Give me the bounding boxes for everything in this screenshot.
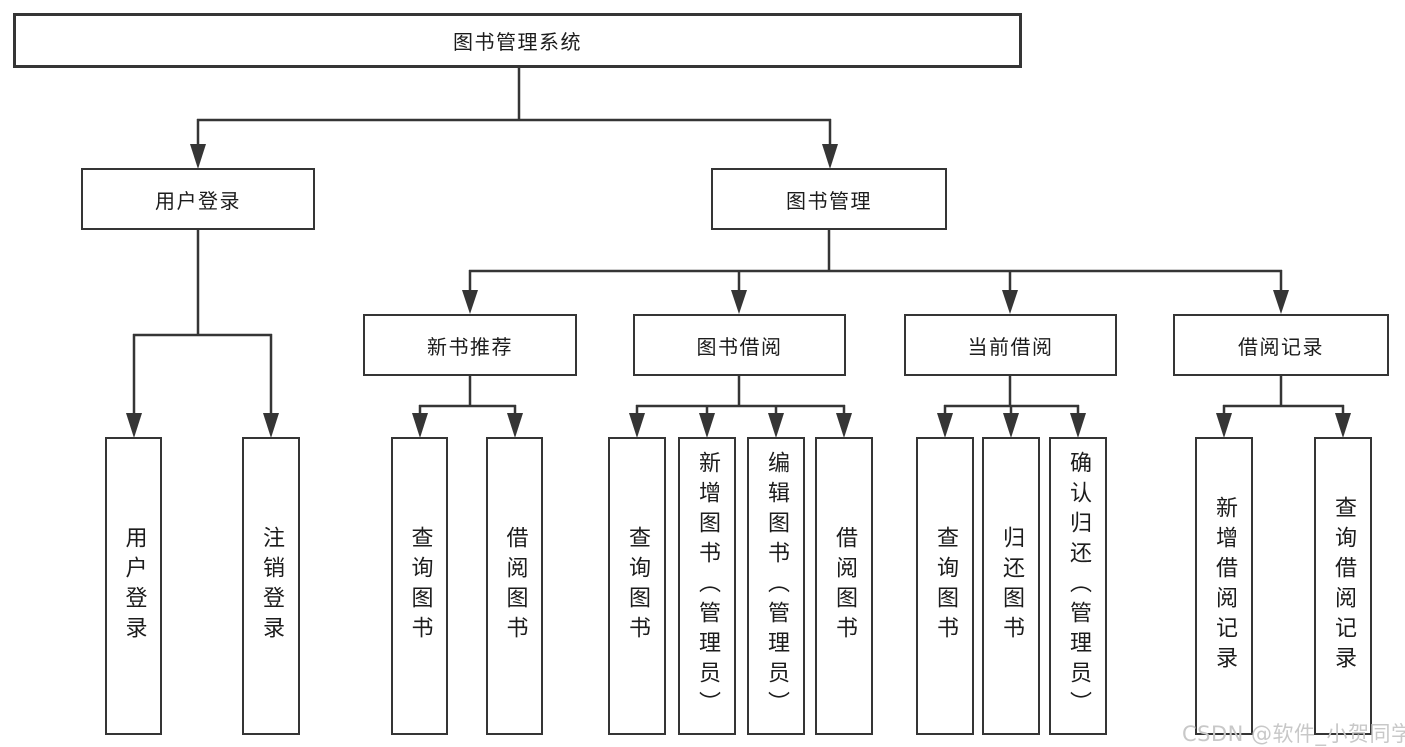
node-leaf-borrow-books-2-label: 借阅图书: [832, 526, 857, 646]
arrow-down-icon: [507, 413, 523, 438]
node-user-login-branch: 用户登录: [81, 168, 315, 230]
arrow-down-icon: [937, 413, 953, 438]
arrow-down-icon: [1070, 413, 1086, 438]
node-leaf-query-books-3-label: 查询图书: [933, 526, 958, 646]
connector-user-login-children: [126, 229, 279, 438]
node-leaf-query-borrow-record: 查询借阅记录: [1314, 437, 1372, 735]
arrow-down-icon: [1002, 290, 1018, 314]
arrow-down-icon: [731, 290, 747, 314]
node-leaf-logout: 注销登录: [242, 437, 300, 735]
node-book-management: 图书管理: [711, 168, 947, 230]
node-new-book-recommend: 新书推荐: [363, 314, 577, 376]
connector-book-borrow-children: [629, 375, 852, 438]
node-leaf-borrow-books-1-label: 借阅图书: [502, 526, 528, 646]
node-leaf-query-books-1: 查询图书: [391, 437, 448, 735]
connector-borrow-record-children: [1216, 375, 1351, 438]
arrow-down-icon: [1216, 413, 1232, 438]
node-book-management-label: 图书管理: [786, 188, 872, 213]
node-leaf-borrow-books-2: 借阅图书: [815, 437, 873, 735]
node-user-login-branch-label: 用户登录: [155, 188, 241, 213]
node-leaf-query-books-2: 查询图书: [608, 437, 666, 735]
node-leaf-add-book-admin-label: 新增图书（管理员）: [695, 451, 720, 721]
watermark: CSDN @软件_小贺同学: [1182, 722, 1405, 746]
node-leaf-confirm-return-admin-label: 确认归还（管理员）: [1066, 451, 1091, 721]
connector-root-to-level2: [190, 67, 838, 169]
arrow-down-icon: [412, 413, 428, 438]
node-root-label: 图书管理系统: [453, 30, 582, 54]
node-root: 图书管理系统: [13, 13, 1022, 68]
arrow-down-icon: [126, 413, 142, 438]
arrow-down-icon: [190, 144, 206, 169]
node-borrowing-records: 借阅记录: [1173, 314, 1389, 376]
arrow-down-icon: [836, 413, 852, 438]
node-book-borrowing: 图书借阅: [633, 314, 846, 376]
connector-new-book-children: [412, 375, 523, 438]
arrow-down-icon: [768, 413, 784, 438]
node-borrowing-records-label: 借阅记录: [1238, 334, 1324, 359]
arrow-down-icon: [629, 413, 645, 438]
connector-current-borrow-children: [937, 375, 1086, 438]
node-leaf-logout-label: 注销登录: [259, 526, 284, 646]
node-current-borrowing: 当前借阅: [904, 314, 1117, 376]
node-current-borrowing-label: 当前借阅: [967, 334, 1054, 359]
arrow-down-icon: [822, 144, 838, 169]
node-leaf-query-books-3: 查询图书: [916, 437, 974, 735]
node-leaf-confirm-return-admin: 确认归还（管理员）: [1049, 437, 1107, 735]
arrow-down-icon: [1273, 290, 1289, 314]
arrow-down-icon: [462, 290, 478, 314]
node-leaf-add-book-admin: 新增图书（管理员）: [678, 437, 736, 735]
node-leaf-query-books-2-label: 查询图书: [625, 526, 650, 646]
node-leaf-user-login: 用户登录: [105, 437, 162, 735]
node-leaf-borrow-books-1: 借阅图书: [486, 437, 543, 735]
arrow-down-icon: [699, 413, 715, 438]
arrow-down-icon: [1003, 413, 1019, 438]
node-new-book-recommend-label: 新书推荐: [427, 334, 513, 359]
node-leaf-return-book-label: 归还图书: [999, 526, 1024, 646]
arrow-down-icon: [263, 413, 279, 438]
connector-book-mgmt-to-level3: [462, 229, 1289, 314]
node-leaf-return-book: 归还图书: [982, 437, 1040, 735]
node-leaf-add-borrow-record-label: 新增借阅记录: [1212, 496, 1237, 676]
node-leaf-edit-book-admin-label: 编辑图书（管理员）: [764, 451, 789, 721]
node-leaf-query-borrow-record-label: 查询借阅记录: [1331, 496, 1356, 676]
node-leaf-edit-book-admin: 编辑图书（管理员）: [747, 437, 805, 735]
arrow-down-icon: [1335, 413, 1351, 438]
node-book-borrowing-label: 图书借阅: [696, 334, 783, 359]
node-leaf-query-books-1-label: 查询图书: [407, 526, 433, 646]
node-leaf-add-borrow-record: 新增借阅记录: [1195, 437, 1253, 735]
node-leaf-user-login-label: 用户登录: [121, 526, 147, 646]
